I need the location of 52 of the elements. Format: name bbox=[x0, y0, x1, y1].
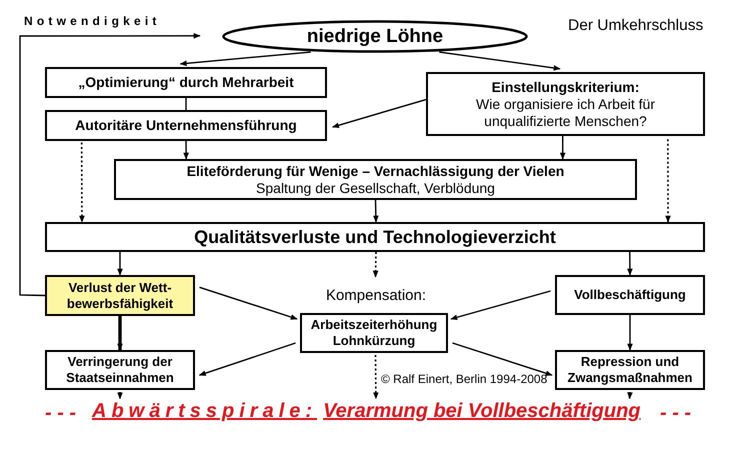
heading-text: Verarmung bei Vollbeschäftigung bbox=[323, 400, 641, 423]
node-text: Wie organisiere ich Arbeit für unqualifizierte Menschen? bbox=[475, 96, 656, 130]
node-caption: Kompensation: bbox=[324, 287, 428, 304]
node-title: niedrige Löhne bbox=[306, 26, 444, 47]
dash-marks: - - - bbox=[45, 402, 76, 425]
process-box bbox=[114, 159, 637, 200]
arrow bbox=[117, 252, 123, 276]
node-title: Repression und Zwangsmaßnahmen bbox=[566, 354, 694, 386]
node-title: Autoritäre Unternehmensführung bbox=[75, 117, 297, 134]
heading-text: Abwärtsspirale: bbox=[92, 400, 318, 423]
node-title: Verlust der Wett- bewerbsfähigkeit bbox=[66, 280, 174, 312]
arrow bbox=[627, 315, 633, 351]
node-title: Vollbeschäftigung bbox=[574, 287, 686, 303]
node-title: Eliteförderung für Wenige – Vernachlässigung der Vielen bbox=[186, 162, 564, 180]
dotted-arrow bbox=[373, 355, 379, 400]
process-box bbox=[45, 350, 195, 390]
dotted-arrow bbox=[117, 392, 123, 400]
arrow bbox=[452, 342, 553, 376]
node-text: Spaltung der Gesellschaft, Verblödung bbox=[256, 180, 495, 196]
copyright-note: © Ralf Einert, Berlin 1994-2008 bbox=[381, 372, 548, 386]
highlighted-box bbox=[45, 275, 195, 316]
arrow bbox=[560, 136, 566, 160]
ellipse-node bbox=[222, 20, 528, 53]
arrow bbox=[180, 51, 311, 66]
arrow bbox=[19, 33, 201, 296]
wide-process-box bbox=[45, 222, 705, 252]
process-box bbox=[426, 72, 705, 136]
node-title: Arbeitszeiterhöhung Lohnkürzung bbox=[310, 317, 438, 349]
arrow bbox=[183, 141, 189, 160]
arrow bbox=[198, 342, 296, 376]
arrow bbox=[439, 51, 561, 71]
connector-line bbox=[185, 98, 187, 110]
node-title: „Optimierung“ durch Mehrarbeit bbox=[78, 74, 294, 91]
dash-marks: - - - bbox=[660, 402, 692, 425]
node-title: Einstellungskriterium: bbox=[492, 78, 640, 96]
node-title: Qualitätsverluste und Technologieverzicht bbox=[194, 226, 556, 248]
arrow bbox=[373, 200, 379, 223]
process-box bbox=[555, 350, 705, 390]
arrow bbox=[627, 252, 633, 276]
process-box bbox=[555, 275, 705, 315]
dotted-arrow bbox=[79, 142, 85, 223]
arrow bbox=[332, 98, 426, 128]
arrow bbox=[117, 316, 123, 351]
dotted-arrow bbox=[665, 139, 671, 223]
node-title: Verringerung der Staatseinnahmen bbox=[65, 354, 175, 386]
dotted-arrow bbox=[372, 252, 378, 278]
arrow bbox=[199, 286, 298, 320]
arrow bbox=[450, 290, 551, 320]
process-box bbox=[45, 110, 327, 141]
process-box bbox=[45, 67, 327, 98]
diagram-title: Der Umkehrschluss bbox=[568, 17, 704, 35]
dotted-arrow bbox=[627, 392, 633, 400]
